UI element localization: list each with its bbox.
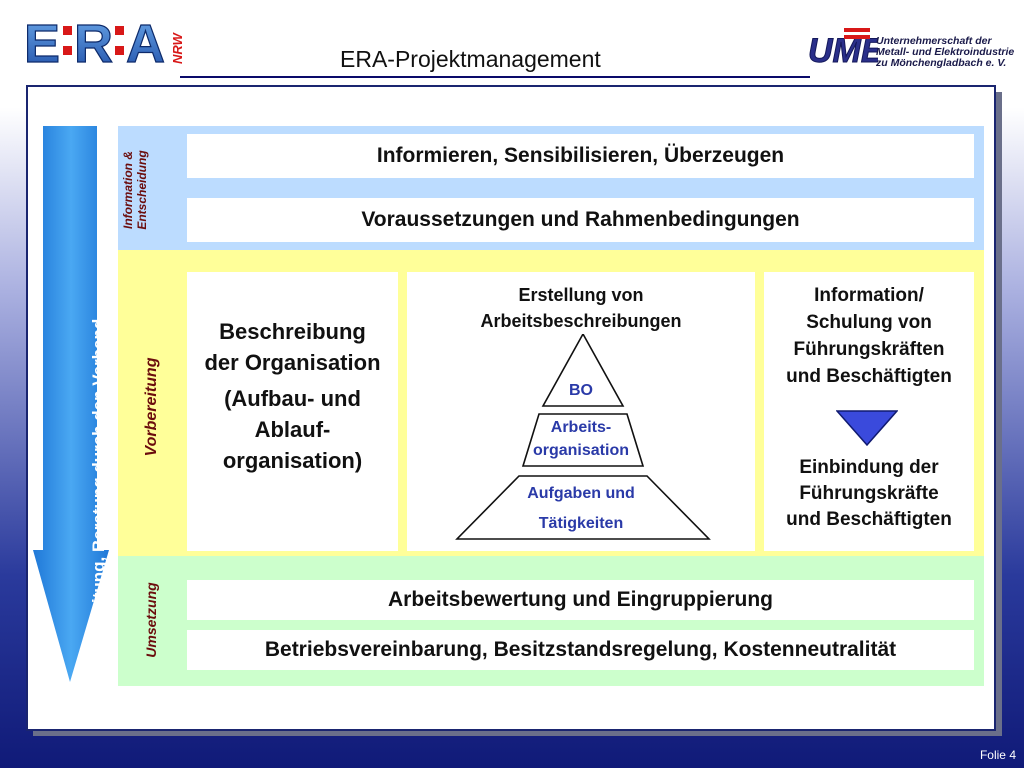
column-training-result: Einbindung der Führungskräfte und Beschä… [764,455,974,533]
implementation-bar-agreement: Betriebsvereinbarung, Besitzstandsregelu… [187,630,974,670]
ume-logo-stripe [844,35,870,39]
phase-label-information: Information & Entscheidung [121,137,149,243]
era-logo-dot [63,46,72,55]
column-training: Information/ Schulung von Führungskräfte… [764,272,974,551]
phase-label-line: Information & [121,151,135,229]
text-line: Information/ [814,285,924,306]
text-line: und Beschäftigten [786,509,952,530]
era-logo: E R A NRW [23,13,185,72]
era-logo-letter-a: A [126,14,165,72]
implementation-bar-evaluation: Arbeitsbewertung und Eingruppierung [187,580,974,620]
ume-logo-line: Unternehmerschaft der [876,35,992,47]
text-line: Führungskräften [793,339,945,360]
text-line: organisation) [222,448,363,473]
text-line: Beschreibung [219,319,366,344]
column-training-heading: Information/ Schulung von Führungskräfte… [764,282,974,390]
ume-logo-line: Metall- und Elektroindustrie [876,46,1015,58]
text-line: Führungskräfte [799,483,939,504]
era-logo-letter-e: E [24,14,60,72]
info-bar-prerequisites: Voraussetzungen und Rahmenbedingungen [187,198,974,242]
pyramid-label-top: BO [569,382,593,399]
era-logo-dot [63,26,72,35]
column-organisation-detail: (Aufbau- und Ablauf- organisation) [187,383,398,476]
era-logo-dot [115,46,124,55]
support-arrow-label: Begleitung, Beratung durch den Verband [89,318,108,650]
era-logo-dot [115,26,124,35]
pyramid [455,334,711,544]
era-logo-suffix: NRW [170,31,185,64]
pyramid-tier-top [541,334,625,407]
column-organisation: Beschreibung der Organisation (Aufbau- u… [187,272,398,551]
ume-logo-stripe [844,28,870,32]
text-line: Schulung von [806,312,932,333]
column-job-descriptions-heading: Erstellung von Arbeitsbeschreibungen [407,282,755,334]
text-line: Erstellung von [518,285,644,305]
pyramid-shape [455,334,711,540]
pyramid-label-bottom: Aufgaben und [527,485,635,502]
pyramid-label-bottom: Tätigkeiten [538,515,624,532]
phase-label-line: Entscheidung [135,150,149,230]
arrow-down-icon-shape [836,410,898,446]
text-line: der Organisation [204,350,381,375]
pyramid-tier-bottom [455,475,711,540]
support-arrow-body [33,126,109,682]
text-line: (Aufbau- und [224,386,361,411]
text-line: Arbeitsbeschreibungen [480,311,682,331]
slide-number: Folie 4 [979,748,1016,762]
column-job-descriptions: Erstellung von Arbeitsbeschreibungen BO … [407,272,755,551]
support-arrow-shape [33,126,109,682]
ume-logo: UME Unternehmerschaft der Metall- und El… [808,26,1018,80]
era-logo-letter-r: R [74,14,113,72]
pyramid-tier-middle [521,413,645,467]
text-line: und Beschäftigten [786,366,952,387]
title-divider [180,76,810,78]
ume-logo-mark: UME [808,28,878,71]
text-line: Einbindung der [799,457,939,478]
ume-logo-line: zu Mönchengladbach e. V. [876,57,1007,69]
column-organisation-heading: Beschreibung der Organisation [187,316,398,378]
arrow-down-icon [836,410,898,446]
text-line: Ablauf- [254,417,331,442]
support-arrow: Begleitung, Beratung durch den Verband [33,126,109,682]
info-bar-inform: Informieren, Sensibilisieren, Überzeugen [187,134,974,178]
phase-label-preparation: Vorbereitung [143,357,160,457]
pyramid-label-middle: Arbeits- [550,419,612,436]
pyramid-label-middle: organisation [532,442,629,459]
ume-logo-text: Unternehmerschaft der Metall- und Elektr… [876,36,1014,69]
phase-label-implementation: Umsetzung [143,582,159,658]
page-title: ERA-Projektmanagement [340,46,601,72]
